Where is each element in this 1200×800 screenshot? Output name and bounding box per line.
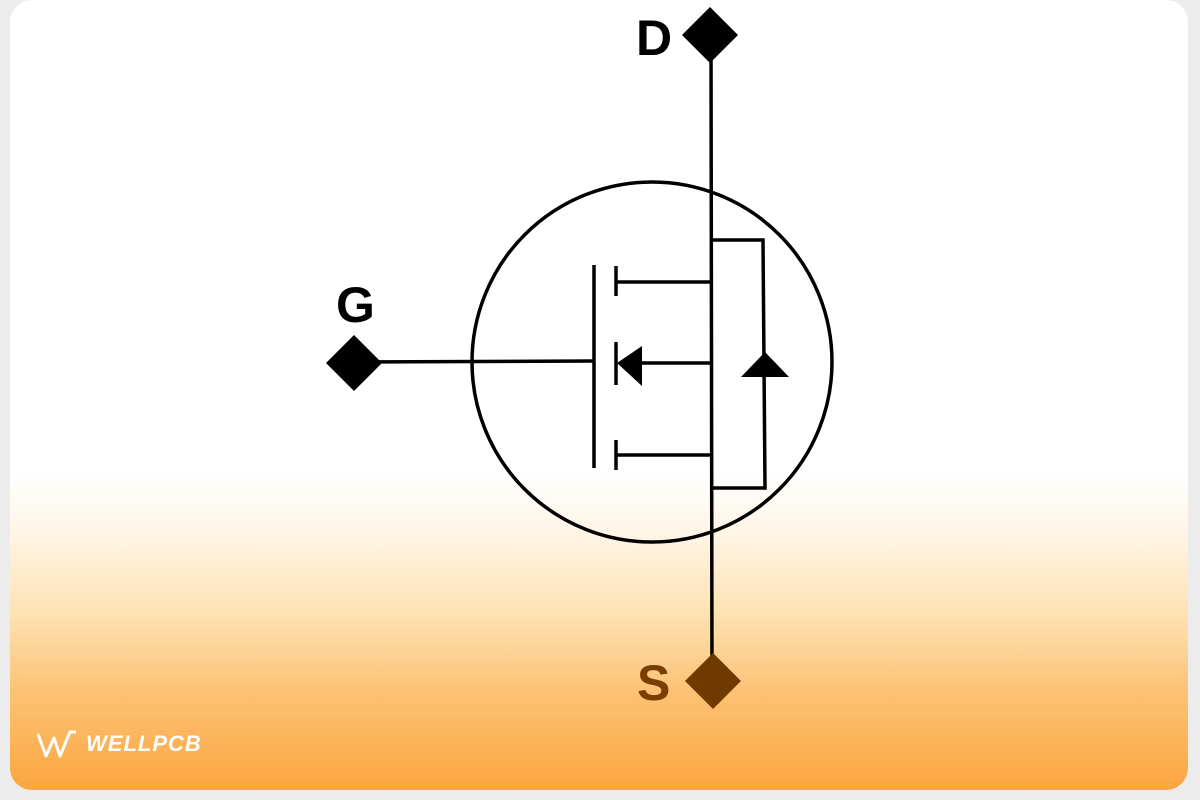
gate-label: G: [336, 277, 375, 333]
gate-lead: [353, 359, 595, 364]
logo-text: WELLPCB: [86, 731, 202, 756]
wellpcb-logo: WELLPCB: [36, 728, 202, 760]
body-arrow-icon: [617, 346, 642, 386]
diode-arrow-icon: [741, 352, 789, 377]
gate-terminal-diamond: [326, 335, 382, 391]
diagram-card: [10, 0, 1188, 790]
drain-source-line: [709, 34, 714, 682]
wellpcb-logo-icon: [36, 730, 76, 758]
source-label: S: [637, 655, 670, 711]
drain-label: D: [636, 10, 672, 66]
source-terminal-diamond: [685, 653, 741, 709]
drain-terminal-diamond: [682, 7, 738, 63]
